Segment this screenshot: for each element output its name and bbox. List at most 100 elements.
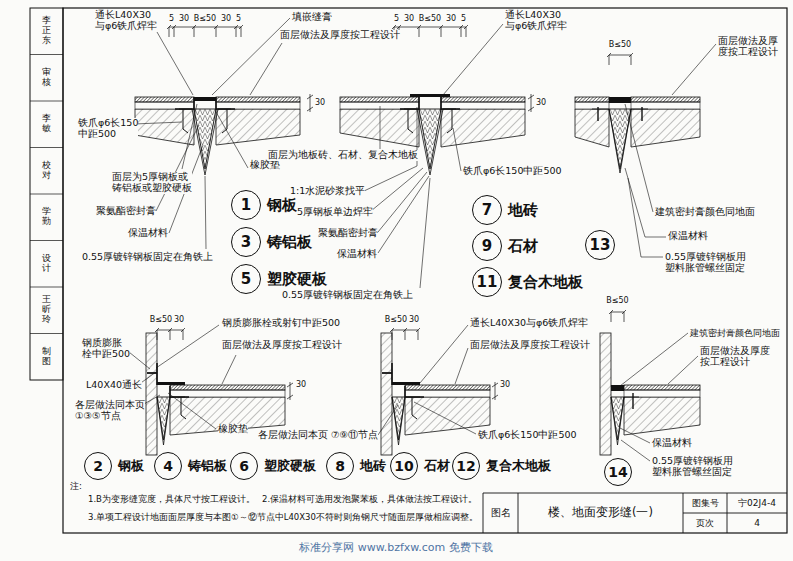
callout-circle: 7地砖 [472, 195, 502, 225]
drawing-title: 楼、地面变形缝(一) [548, 506, 653, 519]
detail-number: 9 [482, 239, 492, 254]
callout-label: 0.55厚镀锌钢板用 塑料胀管螺丝固定 [665, 252, 746, 274]
callout-label: 通长L40X30 与φ6铁爪焊牢 [505, 10, 567, 32]
callout-label: 各层做法同本页 ⑦⑨⑪节点 [258, 430, 378, 441]
detail-name: 铸铝板 [188, 459, 227, 473]
detail-name: 复合木地板 [508, 274, 583, 291]
callout-circle: 1钢板 [231, 190, 261, 220]
title-block-text: 宁02J4-4 [738, 498, 776, 508]
title-block-text: 图名 [491, 507, 511, 519]
dimension-value: B≤50 [609, 40, 631, 49]
callout-circle: 14 [604, 458, 632, 486]
wall-joint-detail [600, 310, 700, 455]
callout-circle: 11复合木地板 [472, 267, 502, 297]
callout-circle: 5塑胶硬板 [231, 264, 261, 294]
callout-label: L40X40通长 [86, 380, 142, 391]
drawing-frame [30, 8, 787, 533]
title-block-text: 4 [754, 518, 760, 528]
detail-number: 14 [608, 465, 627, 479]
callout-label: 0.55厚镀锌钢板固定在角铁上 [82, 252, 213, 263]
callout-label: 保温材料 [337, 249, 377, 260]
dimension-value: 30 [315, 98, 325, 107]
callout-label: 5厚钢板单边焊牢 [297, 207, 373, 218]
callout-label: 建筑密封膏颜色同地面 [690, 328, 780, 338]
callout-circle: 9石材 [472, 231, 502, 261]
callout-circle: 10石材 [390, 452, 418, 480]
detail-name: 石材 [424, 459, 450, 473]
dimension-value: 30 [536, 98, 546, 107]
dimension-value: 30 [296, 380, 306, 389]
detail-name: 钢板 [267, 197, 297, 214]
detail-name: 复合木地板 [486, 459, 551, 473]
signature-text: 王昕玲 [42, 295, 51, 325]
callout-label: 聚氨酯密封膏 [318, 228, 378, 239]
dimension-value: 30 [174, 315, 184, 324]
callout-circle: 6塑胶硬板 [230, 452, 258, 480]
callout-label: 面层做法及厚度 按工程设计 [700, 346, 770, 368]
dimension-value: B≤50 [194, 14, 216, 23]
detail-name: 塑胶硬板 [267, 271, 327, 288]
callout-label: 1:1水泥砂浆找平 [290, 186, 365, 197]
callout-circle: 2钢板 [84, 452, 112, 480]
note-text: 注: [70, 482, 82, 492]
detail-name: 铸铝板 [267, 234, 312, 251]
watermark: 标准分享网 www.bzfxw.com 免费下载 [299, 542, 493, 555]
signature-text: 设计 [42, 254, 51, 274]
callout-label: 面层为5厚钢板或 铸铝板或塑胶硬板 [112, 172, 192, 194]
dimension-value: B≤50 [419, 14, 441, 23]
callout-label: 铁爪φ6长150中距500 [463, 166, 562, 177]
detail-number: 8 [335, 459, 345, 473]
detail-name: 地砖 [360, 459, 386, 473]
callout-label: 铁爪φ6长150 中距500 [78, 118, 138, 140]
note-text: 2.保温材料可选用发泡聚苯板，具体做法按工程设计。 [262, 495, 477, 505]
leader-lines [124, 18, 716, 461]
detail-number: 10 [394, 459, 413, 473]
callout-label: 各层做法同本页 ①③⑤节点 [75, 400, 145, 422]
signature-text: 李正东 [42, 16, 51, 46]
signature-text: 校对 [42, 161, 51, 181]
note-text: 1.B为变形缝宽度，具体尺寸按工程设计。 [88, 495, 255, 505]
callout-label: 钢质膨胀 栓中距500 [82, 338, 130, 360]
detail-number: 5 [241, 272, 251, 287]
dimension-value: 30 [409, 315, 419, 324]
callout-label: 面层为地板砖、石材、复合木地板 [268, 150, 418, 161]
callout-label: 0.55厚镀锌钢板用 塑料胀管螺丝固定 [652, 456, 733, 478]
callout-circle: 8地砖 [326, 452, 354, 480]
callout-label: 保温材料 [668, 231, 708, 242]
detail-number: 1 [241, 198, 251, 213]
dimension-value: 30 [221, 14, 231, 23]
floor-joint-detail [575, 53, 700, 173]
dimension-value: 5 [236, 14, 241, 23]
detail-number: 12 [456, 459, 475, 473]
dimension-value: 5 [394, 14, 399, 23]
callout-circle: 4铸铝板 [154, 452, 182, 480]
detail-name: 塑胶硬板 [264, 459, 316, 473]
dimension-value: B≤50 [385, 315, 407, 324]
title-block-text: 图集号 [692, 498, 719, 508]
detail-number: 2 [93, 459, 103, 473]
callout-label: 面层做法及厚 度按工程设计 [718, 36, 778, 58]
dimension-value: 30 [500, 380, 510, 389]
callout-circle: 12复合木地板 [452, 452, 480, 480]
callout-label: 聚氨酯密封膏 [96, 206, 156, 217]
dimension-value: 5 [461, 14, 466, 23]
detail-number: 11 [477, 275, 498, 290]
signature-text: 制图 [42, 347, 51, 367]
signature-text: 李敏 [42, 114, 51, 134]
detail-number: 6 [239, 459, 249, 473]
callout-label: 面层做法及厚度按工程设计 [470, 340, 590, 351]
dimension-value: 30 [179, 14, 189, 23]
callout-label: 面层做法及厚度按工程设计 [222, 340, 342, 351]
callout-label: 通长L40X30与φ6铁爪焊牢 [470, 318, 588, 329]
callout-label: 保温材料 [128, 228, 168, 239]
callout-label: 通长L40X30 与φ6铁爪焊牢 [95, 10, 157, 32]
callout-label: 0.55厚镀锌钢板固定在角铁上 [282, 290, 413, 301]
title-block-text: 页次 [696, 518, 714, 528]
detail-name: 地砖 [508, 202, 538, 219]
callout-label: 铁爪φ6长150中距500 [478, 430, 577, 441]
dimension-value: 30 [446, 14, 456, 23]
signature-text: 审核 [42, 68, 51, 88]
callout-label: 填嵌缝膏 [292, 12, 332, 23]
note-text: 3.单项工程设计地面面层厚度与本图①～⑫节点中L40X30不符时则角钢尺寸随面层… [88, 513, 478, 523]
signature-text: 学勤 [42, 207, 51, 227]
